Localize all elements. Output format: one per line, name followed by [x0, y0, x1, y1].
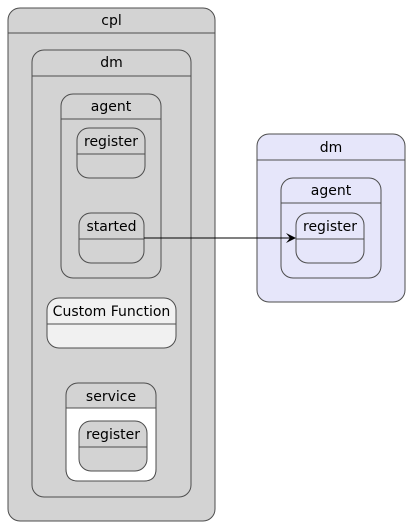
state-agent-started-label: started [86, 219, 136, 235]
state-custom-function-label: Custom Function [53, 304, 171, 320]
external-state-register-label: register [303, 219, 357, 235]
external-state-agent-label: agent [311, 183, 352, 199]
external-state-dm-label: dm [320, 140, 343, 156]
external-state-register: register [295, 212, 365, 264]
state-service-register: register [78, 420, 148, 472]
state-custom-function: Custom Function [46, 297, 177, 349]
state-agent-register-label: register [84, 134, 138, 150]
state-agent-label: agent [91, 99, 132, 115]
state-dm-label: dm [100, 55, 123, 71]
state-cpl-label: cpl [101, 13, 121, 29]
state-service-register-label: register [86, 427, 140, 443]
state-agent-register: register [76, 127, 146, 179]
state-agent-started: started [78, 212, 145, 264]
state-service-label: service [86, 389, 136, 405]
